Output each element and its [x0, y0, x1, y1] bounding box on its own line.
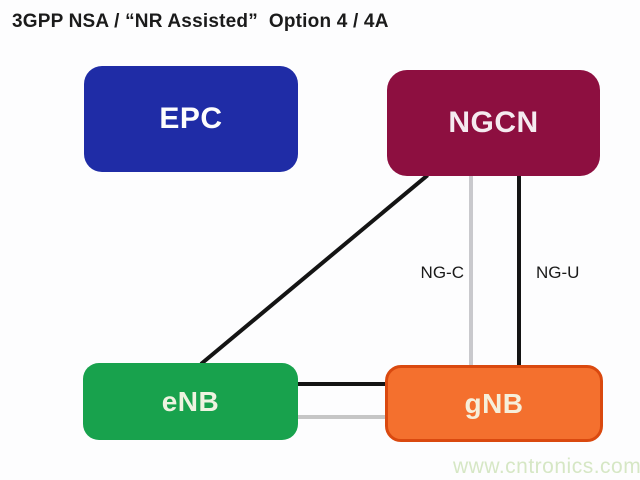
node-epc-label: EPC — [159, 102, 223, 135]
node-enb: eNB — [83, 363, 298, 440]
link-ngcn-to-gnb-ng-c — [469, 176, 473, 366]
link-ngcn-to-enb — [199, 173, 429, 366]
node-ngcn: NGCN — [387, 70, 600, 176]
edge-label-ng-u: NG-U — [536, 263, 580, 282]
node-enb-label: eNB — [161, 385, 220, 417]
link-enb-to-gnb-black — [298, 382, 385, 386]
node-ngcn-label: NGCN — [448, 106, 539, 139]
link-enb-to-gnb-gray — [298, 415, 385, 419]
link-ngcn-to-gnb-ng-u — [517, 176, 521, 366]
node-gnb: gNB — [385, 365, 603, 442]
diagram-title: 3GPP NSA / “NR Assisted” Option 4 / 4A — [12, 11, 389, 32]
node-epc: EPC — [84, 66, 298, 172]
node-gnb-label: gNB — [464, 387, 524, 419]
edge-label-ng-c: NG-C — [420, 263, 464, 282]
watermark-text: www.cntronics.com — [453, 455, 640, 478]
